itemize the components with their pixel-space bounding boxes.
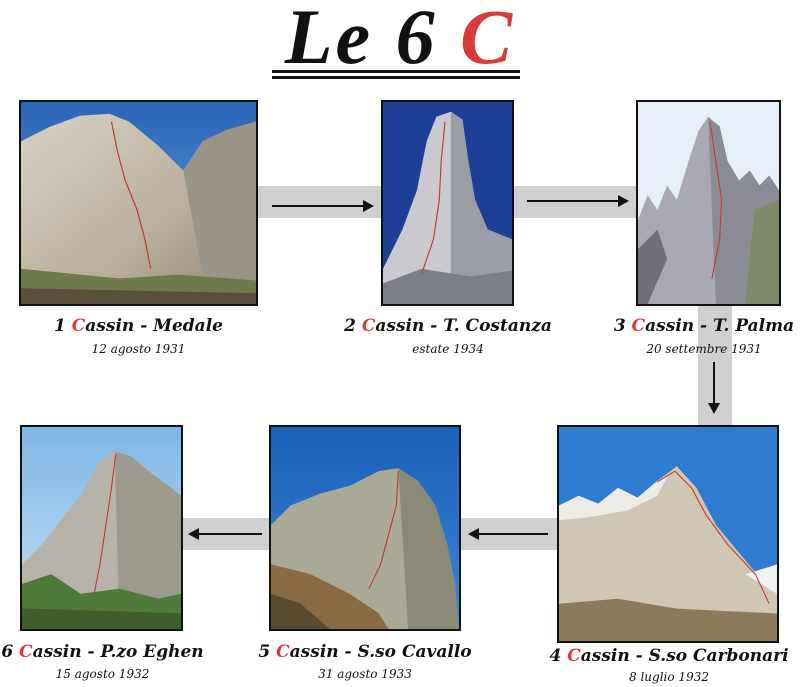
- caption-6-number: 6: [1, 642, 14, 662]
- caption-3-initial: C: [631, 316, 646, 336]
- caption-1-number: 1: [54, 316, 66, 336]
- title-accent-letter: C: [460, 0, 516, 80]
- caption-6-title: 6 Cassin - P.zo Eghen: [0, 642, 205, 662]
- caption-3-number: 3: [613, 316, 626, 336]
- caption-4-date: 8 luglio 1932: [629, 670, 709, 684]
- photo-torre-palma-image: [638, 102, 779, 304]
- arrow-left-5-6: [188, 528, 262, 540]
- caption-4-title: 4 Cassin - S.so Carbonari: [540, 646, 798, 666]
- caption-3-name: assin - T. Palma: [645, 316, 795, 336]
- caption-3-title: 3 Cassin - T. Palma: [608, 316, 800, 336]
- photo-pizzo-eghen-image: [22, 427, 181, 629]
- photo-medale-image: [21, 102, 256, 304]
- caption-5-initial: C: [276, 642, 290, 662]
- connector-2-3: [513, 186, 638, 218]
- photo-sasso-cavallo-image: [271, 427, 459, 629]
- caption-5-title: 5 Cassin - S.so Cavallo: [242, 642, 488, 662]
- caption-4-name: assin - S.so Carbonari: [580, 646, 789, 666]
- photo-medale: [19, 100, 258, 306]
- arrow-left-4-5: [468, 528, 548, 540]
- caption-5-number: 5: [258, 642, 271, 662]
- photo-torre-palma: [636, 100, 781, 306]
- title-underline-bottom: [272, 76, 520, 79]
- photo-torre-costanza: [381, 100, 514, 306]
- photo-sasso-cavallo: [269, 425, 461, 631]
- photo-torre-costanza-image: [383, 102, 512, 304]
- caption-3-date: 20 settembre 1931: [646, 342, 762, 356]
- title-prefix: Le 6: [284, 0, 461, 80]
- title-underline-top: [272, 70, 520, 73]
- caption-5-name: assin - S.so Cavallo: [289, 642, 472, 662]
- caption-6-date: 15 agosto 1932: [55, 667, 150, 681]
- caption-5-date: 31 agosto 1933: [318, 667, 412, 681]
- caption-1-name: assin - Medale: [85, 316, 223, 336]
- caption-6-initial: C: [19, 642, 33, 662]
- caption-1-title: 1 Cassin - Medale: [19, 316, 258, 336]
- caption-1-date: 12 agosto 1931: [91, 342, 186, 356]
- caption-6-name: assin - P.zo Eghen: [32, 642, 204, 662]
- arrow-right-2-3: [527, 195, 629, 207]
- photo-sasso-carbonari: [557, 425, 779, 643]
- caption-4-number: 4: [549, 646, 562, 666]
- caption-1-initial: C: [71, 316, 86, 336]
- caption-2-number: 2: [344, 316, 356, 336]
- photo-sasso-carbonari-image: [559, 427, 777, 641]
- photo-pizzo-eghen: [20, 425, 183, 631]
- caption-2-initial: C: [361, 316, 376, 336]
- diagram-title: Le 6 C: [0, 0, 800, 80]
- arrow-right-1-2: [272, 200, 374, 212]
- connector-1-2: [256, 186, 382, 218]
- caption-2-title: 2 Cassin - T. Costanza: [330, 316, 566, 336]
- caption-4-initial: C: [567, 646, 581, 666]
- arrow-down-3-4: [708, 362, 720, 414]
- caption-2-name: assin - T. Costanza: [375, 316, 552, 336]
- caption-2-date: estate 1934: [412, 342, 484, 356]
